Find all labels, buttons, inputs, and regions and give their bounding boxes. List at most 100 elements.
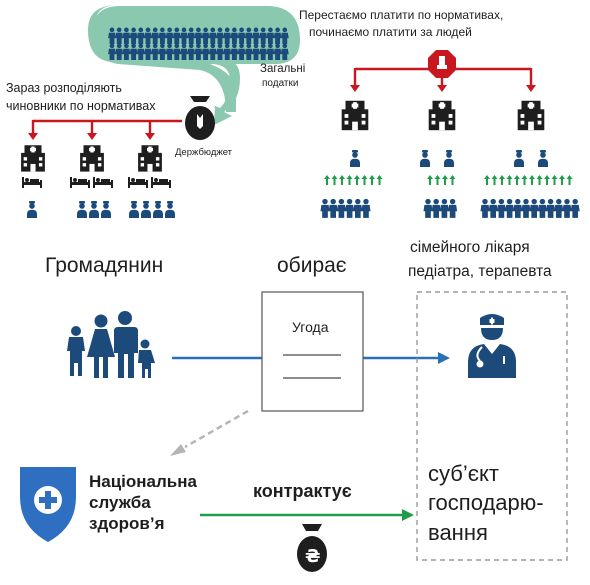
up-arrow-icon xyxy=(361,175,368,185)
doctor-icon xyxy=(165,201,175,218)
patient-icon xyxy=(431,198,441,218)
hospitals-left xyxy=(21,145,162,172)
registration-arrow xyxy=(170,409,249,456)
patient-icon xyxy=(529,198,539,218)
up-arrow-icon xyxy=(529,175,535,185)
doctor-icon xyxy=(538,150,548,167)
up-arrow-icon xyxy=(484,175,490,185)
up-arrow-icon xyxy=(324,175,330,185)
patients-right xyxy=(320,198,580,218)
patient-icon xyxy=(353,198,363,218)
doctor-icon xyxy=(514,150,524,167)
agreement-label: Угода xyxy=(292,319,329,335)
up-arrow-icon xyxy=(536,175,543,185)
up-arrow-icon xyxy=(434,175,441,185)
patient-icon xyxy=(537,198,547,218)
hospital-icon xyxy=(428,100,456,131)
up-arrow-icon xyxy=(544,175,550,185)
patient-icon xyxy=(521,198,531,218)
doctor-icon xyxy=(27,201,37,218)
patient-icon xyxy=(480,198,490,218)
bed-icon xyxy=(128,177,148,188)
hospital-icon xyxy=(517,100,545,131)
up-arrow-icon xyxy=(566,175,573,185)
contracts-label: контрактує xyxy=(253,481,352,501)
entity-label-line3: вання xyxy=(428,520,488,545)
up-arrow-icon xyxy=(551,175,558,185)
up-arrow-icon xyxy=(442,175,448,185)
nhs-shield-icon xyxy=(20,467,76,542)
doctor-icon xyxy=(89,201,99,218)
up-arrow-icon xyxy=(506,175,513,185)
chooses-label: обирає xyxy=(277,254,347,277)
patient-icon xyxy=(336,198,346,218)
patient-icon xyxy=(361,198,371,218)
taxes-label-line1: Загальні xyxy=(260,63,305,75)
up-arrow-icon xyxy=(331,175,338,185)
patient-icon xyxy=(513,198,523,218)
patient-icon xyxy=(505,198,515,218)
hospital-icon xyxy=(21,145,45,172)
patient-icon xyxy=(320,198,330,218)
top-right-title-line1: Перестаємо платити по нормативах, xyxy=(299,8,503,22)
up-arrow-icon xyxy=(339,175,345,185)
currency-symbol: ₴ xyxy=(305,546,320,567)
nhs-name-line3: здоров’я xyxy=(89,514,165,533)
bed-icon xyxy=(151,177,171,188)
up-arrow-icon xyxy=(354,175,360,185)
entity-label-line2: господарю- xyxy=(428,490,544,515)
doctors-right xyxy=(350,150,548,167)
doctor-icon xyxy=(77,201,87,218)
taxes-label-line2: податки xyxy=(262,78,298,89)
money-bag-icon xyxy=(297,524,327,572)
up-arrow-icon xyxy=(427,175,433,185)
up-arrow-icon xyxy=(376,175,383,185)
budget-distribution-arrows xyxy=(28,119,182,140)
patient-icon xyxy=(488,198,498,218)
stop-sign-icon xyxy=(428,50,456,78)
up-arrow-icon xyxy=(559,175,565,185)
taxes-flow-shape xyxy=(88,5,240,125)
family-doctor-icon xyxy=(468,314,516,378)
up-arrow-icon xyxy=(514,175,520,185)
doctor-type-line2: педіатра, терапевта xyxy=(408,263,552,280)
business-entity-box xyxy=(416,291,568,561)
nhs-name-line1: Національна xyxy=(89,472,198,491)
top-right-title-line2: починаємо платити за людей xyxy=(309,25,472,39)
hospitals-right xyxy=(341,100,545,131)
up-arrow-icon xyxy=(491,175,498,185)
doctor-icon xyxy=(444,150,454,167)
top-left-title-line2: чиновники по нормативах xyxy=(6,99,156,113)
doctor-icon xyxy=(129,201,139,218)
choice-arrow xyxy=(172,352,450,364)
bed-icon xyxy=(70,177,90,188)
nhs-name-line2: служба xyxy=(89,493,151,512)
hospital-icon xyxy=(80,145,104,172)
patient-icon xyxy=(546,198,556,218)
hospital-icon xyxy=(138,145,162,172)
doctor-icon xyxy=(350,150,360,167)
patient-icon xyxy=(345,198,355,218)
up-arrow-icon xyxy=(369,175,375,185)
growth-arrows xyxy=(324,175,573,185)
up-arrow-icon xyxy=(499,175,505,185)
patient-icon xyxy=(423,198,433,218)
beds-left xyxy=(22,177,171,188)
bed-icon xyxy=(93,177,113,188)
patient-icon xyxy=(328,198,338,218)
patient-icon xyxy=(496,198,506,218)
patient-icon xyxy=(448,198,458,218)
citizen-label: Громадянин xyxy=(45,254,163,277)
contract-arrow xyxy=(200,509,414,521)
doctor-icon xyxy=(101,201,111,218)
hospital-icon xyxy=(341,100,369,131)
doctor-icon xyxy=(141,201,151,218)
doctor-icon xyxy=(153,201,163,218)
up-arrow-icon xyxy=(449,175,456,185)
agreement-document xyxy=(261,291,364,412)
entity-label-line1: суб’єкт xyxy=(428,461,499,486)
top-left-title-line1: Зараз розподіляють xyxy=(6,81,122,95)
budget-label: Держбюджет xyxy=(175,147,233,158)
doctor-type-line1: сімейного лікаря xyxy=(410,239,530,256)
